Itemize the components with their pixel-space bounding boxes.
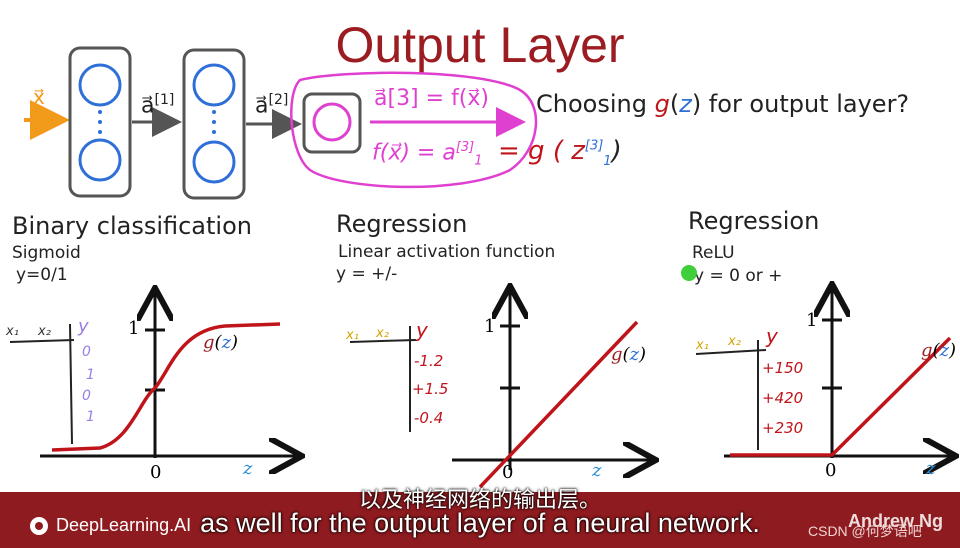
question-prefix: Choosing [536, 90, 655, 118]
instructor-signature: Andrew Ng [848, 511, 944, 531]
panel3-col-y: y [766, 324, 778, 348]
deeplearning-logo-icon [30, 516, 48, 535]
panel2-curve-label-g: g [611, 344, 623, 365]
a2-superscript: [2] [268, 92, 289, 108]
linear-curve [478, 320, 639, 489]
panel3-xtick: 0 [825, 460, 837, 481]
panel3-val-1: +420 [762, 389, 804, 407]
relu-curve [730, 336, 952, 457]
panel3-curve-label-z: z [939, 340, 950, 361]
cursor-dot [681, 265, 697, 281]
panel3-ytick: 1 [806, 310, 818, 331]
question-g: g [654, 90, 670, 118]
f-equation-sup: [3] [455, 140, 475, 155]
layer1-box [68, 46, 132, 198]
a3-equation: a⃗[3] = f(x⃗) [374, 86, 489, 111]
panel1-val-0: 0 [82, 344, 91, 360]
panel3-col-x1: x₁ [696, 338, 709, 353]
panel1-col-y: y [78, 316, 89, 337]
panel2-col-y: y [416, 318, 428, 342]
subtitle-chinese: 以及神经网络的输出层。 [358, 487, 601, 512]
panel2-val-2: -0.4 [414, 409, 444, 427]
subtitle-english: as well for the output layer of a neural… [200, 508, 760, 538]
panel2-val-1: +1.5 [412, 380, 449, 398]
output-layer-box [302, 92, 362, 154]
panel1-col-x2: x₂ [38, 324, 51, 339]
panel1-val-2: 0 [82, 388, 91, 404]
panel2-ytick: 1 [484, 316, 496, 337]
deeplearning-logo-text: DeepLearning.AI [56, 515, 192, 535]
output-highlight-loop [290, 71, 538, 189]
panel2-sub1: Linear activation function [338, 242, 556, 262]
panel3-val-0: +150 [762, 359, 804, 377]
g-equation-sup: [3] [584, 138, 604, 154]
question-z: z [679, 90, 692, 118]
panel1-curve-label-g: g [203, 332, 215, 353]
sigmoid-curve [51, 322, 281, 452]
panel1-axis-label: z [243, 458, 253, 479]
bottom-brand-bar [0, 492, 960, 548]
panel1-curve-label: g(z) [203, 332, 239, 353]
g-equation-text: = g ( z [498, 136, 585, 166]
a1-label: a⃗[1] [141, 92, 174, 118]
panel2-heading: Regression [336, 210, 468, 238]
layer2-box [182, 48, 246, 200]
panel3-heading: Regression [688, 207, 820, 235]
layer2-unit-bottom [192, 140, 236, 184]
panel1-col-x1: x₁ [6, 324, 19, 339]
panel1-val-1: 1 [86, 367, 95, 383]
f-equation-sub: 1 [474, 153, 483, 169]
input-label: x⃗ [33, 85, 45, 109]
panel2-val-0: -1.2 [414, 352, 444, 370]
panel3-curve-label: g(z) [921, 340, 957, 361]
a1-superscript: [1] [154, 92, 175, 108]
panel2-sub2: y = +/- [336, 264, 398, 284]
panel3-col-x2: x₂ [728, 334, 741, 349]
layer2-unit-top [192, 63, 236, 107]
panel3-sub2: y = 0 or + [694, 266, 783, 286]
panel2-xtick: 0 [502, 462, 514, 483]
question-suffix: ) for output layer? [691, 90, 910, 118]
output-question: Choosing g(z) for output layer? [536, 90, 909, 118]
panel2-curve-label-z: z [629, 344, 640, 365]
panel2-col-x2: x₂ [376, 326, 389, 341]
panel3-sub1: ReLU [692, 243, 735, 263]
panel2-col-x1: x₁ [346, 328, 359, 343]
a1-symbol: a⃗ [141, 93, 155, 119]
panel1-ytick: 1 [128, 318, 140, 339]
a2-label: a⃗[2] [255, 92, 288, 118]
panel2-axis-label: z [592, 460, 602, 481]
panel1-heading: Binary classification [12, 212, 252, 240]
panel2-curve-label: g(z) [611, 344, 647, 365]
panel1-xtick: 0 [150, 462, 162, 483]
panel1-curve-label-z: z [221, 332, 232, 353]
panel3-curve-label-g: g [921, 340, 933, 361]
f-equation-text: f(x⃗) = a [372, 140, 456, 166]
panel1-val-3: 1 [86, 409, 95, 425]
f-equation: f(x⃗) = a[3]1 [372, 140, 483, 169]
g-equation-sub: 1 [603, 154, 612, 170]
a2-symbol: a⃗ [255, 93, 269, 119]
g-equation: = g ( z[3]1) [498, 136, 622, 169]
layer1-unit-bottom [78, 138, 122, 182]
layer1-unit-top [78, 63, 122, 107]
panel3-axis-label: z [926, 458, 936, 479]
slide-title: Output Layer [335, 17, 625, 73]
question-paren: ( [669, 90, 680, 118]
panel3-val-2: +230 [762, 419, 804, 437]
output-unit [312, 102, 352, 142]
g-equation-close: ) [611, 136, 622, 166]
csdn-watermark: CSDN @何梦语吧 [808, 523, 922, 539]
panel1-sub1: Sigmoid [12, 243, 81, 263]
panel1-sub2: y=0/1 [16, 265, 68, 285]
deeplearning-logo: DeepLearning.AI [30, 515, 191, 536]
